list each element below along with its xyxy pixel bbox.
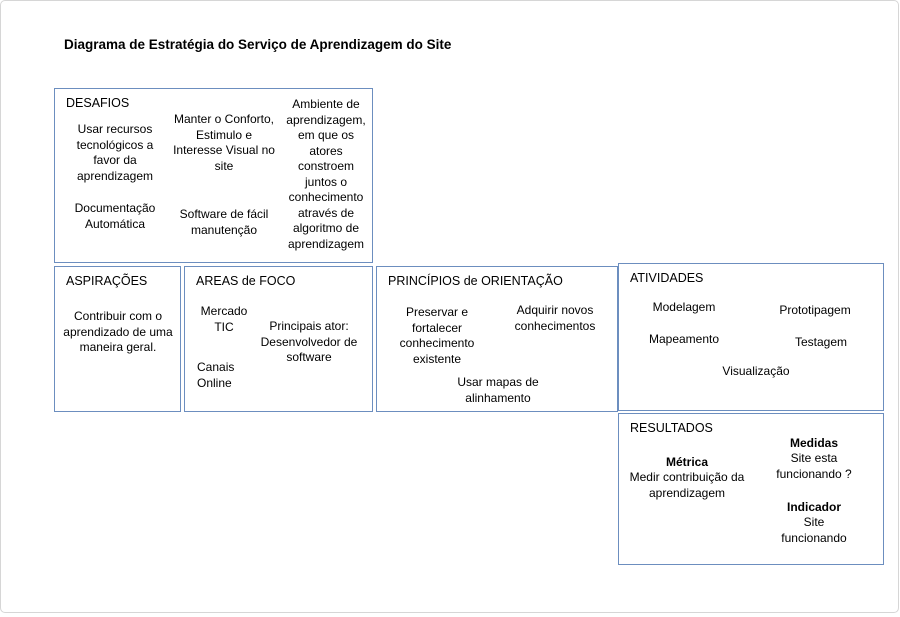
areas-item-mercado-tic: Mercado TIC xyxy=(200,304,248,334)
principios-header: PRINCÍPIOS de ORIENTAÇÃO xyxy=(388,274,563,288)
desafios-item-ambiente: Ambiente de aprendizagem, em que os ator… xyxy=(286,97,366,251)
atividades-item-modelagem: Modelagem xyxy=(652,300,716,314)
atividades-item-prototipagem: Prototipagem xyxy=(779,303,851,317)
areas-de-foco-header: AREAS de FOCO xyxy=(196,274,296,288)
desafios-item-documentacao: Documentação Automática xyxy=(74,201,156,231)
resultados-indicador-label: Indicador xyxy=(786,500,841,514)
atividades-header: ATIVIDADES xyxy=(630,271,704,285)
box-atividades: ATIVIDADES Modelagem Prototipagem Mapeam… xyxy=(618,263,884,411)
aspiracoes-header: ASPIRAÇÕES xyxy=(66,274,148,288)
desafios-item-recursos: Usar recursos tecnológicos a favor da ap… xyxy=(76,122,154,183)
box-principios-de-orientacao: PRINCÍPIOS de ORIENTAÇÃO Preservar e for… xyxy=(376,266,618,412)
resultados-metrica-label: Métrica xyxy=(665,455,709,469)
desafios-item-software: Software de fácil manutenção xyxy=(179,207,269,237)
diagram-title: Diagrama de Estratégia do Serviço de Apr… xyxy=(64,37,452,52)
atividades-item-testagem: Testagem xyxy=(794,335,848,349)
principios-item-adquirir: Adquirir novos conhecimentos xyxy=(514,303,596,333)
resultados-indicador-text: Site funcionando xyxy=(781,515,847,545)
desafios-item-conforto: Manter o Conforto, Estimulo e Interesse … xyxy=(173,112,275,173)
resultados-metrica-text: Medir contribuição da aprendizagem xyxy=(629,470,745,500)
box-aspiracoes: ASPIRAÇÕES Contribuir com o aprendizado … xyxy=(54,266,181,412)
areas-item-canais-online: Canais Online xyxy=(197,360,235,390)
resultados-medidas-text: Site esta funcionando ? xyxy=(776,451,852,481)
areas-item-principais-ator: Principais ator: Desenvolvedor de softwa… xyxy=(260,319,358,364)
principios-item-mapas: Usar mapas de alinhamento xyxy=(457,375,539,405)
aspiracoes-item-contribuir: Contribuir com o aprendizado de uma mane… xyxy=(63,309,173,354)
atividades-item-visualizacao: Visualização xyxy=(722,364,790,378)
resultados-header: RESULTADOS xyxy=(630,421,713,435)
box-desafios: DESAFIOS Usar recursos tecnológicos a fa… xyxy=(54,88,373,263)
resultados-medidas-label: Medidas xyxy=(789,436,838,450)
box-resultados: RESULTADOS Métrica Medir contribuição da… xyxy=(618,413,884,565)
atividades-item-mapeamento: Mapeamento xyxy=(648,332,720,346)
box-areas-de-foco: AREAS de FOCO Mercado TIC Canais Online … xyxy=(184,266,373,412)
principios-item-preservar: Preservar e fortalecer conhecimento exis… xyxy=(399,305,475,366)
desafios-header: DESAFIOS xyxy=(66,96,130,110)
